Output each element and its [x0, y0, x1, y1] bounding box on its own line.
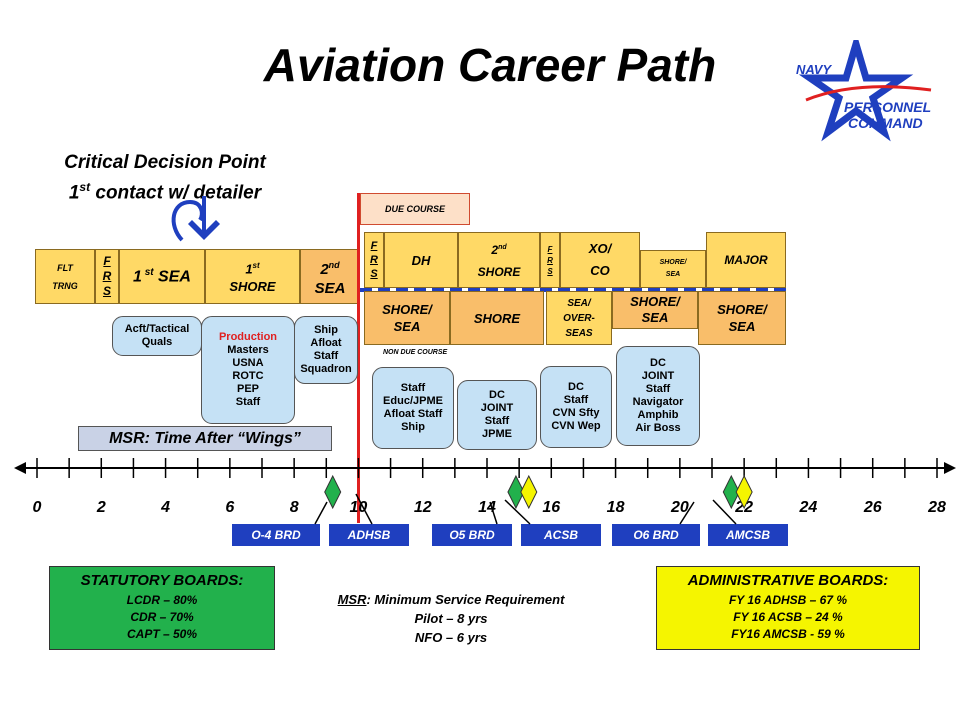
curved-arrow-icon: [171, 199, 204, 242]
xo-co-box: XO/CO: [560, 232, 640, 288]
shore-box-b: SHORE: [450, 291, 544, 345]
board-acsb: ACSB: [521, 524, 601, 546]
green-diamond-marker: [324, 474, 342, 510]
administrative-item: FY 16 ACSB – 24 %: [733, 610, 843, 624]
administrative-title: ADMINISTRATIVE BOARDS:: [687, 572, 889, 589]
shore-sea-box-c: SHORE/SEA: [612, 291, 698, 329]
msr-definition: MSR: Minimum Service Requirement Pilot –…: [337, 592, 565, 645]
board-o4: O-4 BRD: [232, 524, 320, 546]
statutory-item: CAPT – 50%: [126, 627, 198, 641]
axis-tick-label: 8: [290, 499, 299, 516]
administrative-item: FY16 AMCSB - 59 %: [731, 627, 845, 641]
critical-decision-point: Critical Decision Point 1st contact w/ d…: [40, 150, 290, 205]
msr-time-after-wings: MSR: Time After “Wings”: [78, 426, 332, 451]
statutory-item: CDR – 70%: [130, 610, 194, 624]
administrative-item: FY 16 ADHSB – 67 %: [728, 593, 848, 607]
shore-sea-small-box: SHORE/SEA: [640, 250, 706, 288]
logo-navy: NAVY: [796, 62, 832, 77]
board-adhsb: ADHSB: [329, 524, 409, 546]
board-pointers: [314, 493, 737, 525]
cdp-line1: Critical Decision Point: [64, 152, 266, 173]
logo-command: COMMAND: [848, 115, 923, 131]
non-due-course-label: NON DUE COURSE: [383, 349, 448, 356]
administrative-boards-panel: ADMINISTRATIVE BOARDS: FY 16 ADHSB – 67 …: [656, 566, 920, 650]
axis-tick-label: 26: [863, 499, 882, 516]
page-title: Aviation Career Path: [263, 39, 717, 91]
shore-sea-box-d: SHORE/SEA: [698, 291, 786, 345]
statutory-boards-panel: STATUTORY BOARDS: LCDR – 80% CDR – 70% C…: [49, 566, 275, 650]
axis-tick-label: 10: [350, 499, 368, 516]
navy-personnel-command-logo: NAVY PERSONNEL COMMAND: [796, 40, 932, 142]
axis-tick-label: 4: [160, 499, 170, 516]
axis-tick-label: 12: [414, 499, 432, 516]
statutory-item: LCDR – 80%: [126, 593, 198, 607]
dh-box: DH: [384, 232, 458, 288]
green-diamond-marker: [507, 474, 525, 510]
axis-tick-label: 28: [927, 499, 946, 516]
board-o6: O6 BRD: [612, 524, 700, 546]
arrow-down-icon: [188, 196, 220, 240]
star-icon: [798, 40, 914, 142]
axis-arrow-right-icon: [944, 462, 956, 474]
yellow-diamond-marker: [735, 474, 753, 510]
axis-tick-label: 18: [607, 499, 625, 516]
axis-arrow-left-icon: [14, 462, 26, 474]
statutory-title: STATUTORY BOARDS:: [80, 572, 244, 589]
logo-personnel: PERSONNEL: [844, 99, 931, 115]
axis-tick-label: 6: [225, 499, 234, 516]
axis-tick-label: 0: [33, 499, 42, 516]
sea-overseas-box: SEA/OVER-SEAS: [546, 291, 612, 345]
axis-tick-label: 24: [799, 499, 818, 516]
shore-sea-box-a: SHORE/SEA: [364, 291, 450, 345]
due-course-red-line: [357, 193, 360, 523]
green-diamond-marker: [722, 474, 740, 510]
due-course-label: DUE COURSE: [360, 193, 470, 225]
decision-arrows: [171, 196, 220, 242]
yellow-diamond-marker: [520, 474, 538, 510]
axis-tick-label: 16: [542, 499, 560, 516]
board-amcsb: AMCSB: [708, 524, 788, 546]
major-box: MAJOR: [706, 232, 786, 288]
axis-tick-label: 14: [478, 499, 496, 516]
cdp-line2: 1st contact w/ detailer: [68, 180, 262, 204]
first-sea-box: 1 st SEA: [119, 249, 205, 304]
timeline-axis: 0246810121416182022242628: [14, 458, 956, 516]
axis-tick-label: 2: [96, 499, 106, 516]
board-o5: O5 BRD: [432, 524, 512, 546]
axis-tick-label: 20: [670, 499, 689, 516]
